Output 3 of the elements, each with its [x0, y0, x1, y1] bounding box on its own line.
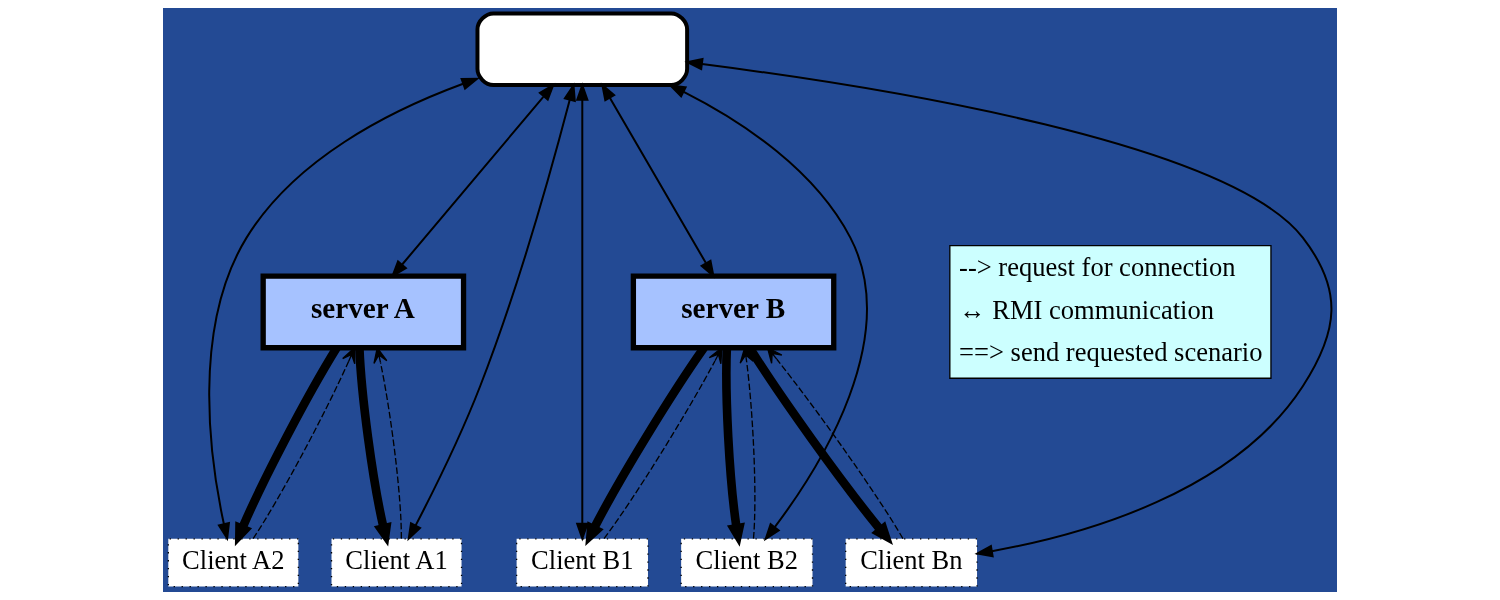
- legend-label: --> request for connection: [959, 252, 1236, 283]
- legend-label: ↔ RMI communication: [959, 294, 1214, 325]
- legend-label: ==> send requested scenario: [959, 337, 1263, 368]
